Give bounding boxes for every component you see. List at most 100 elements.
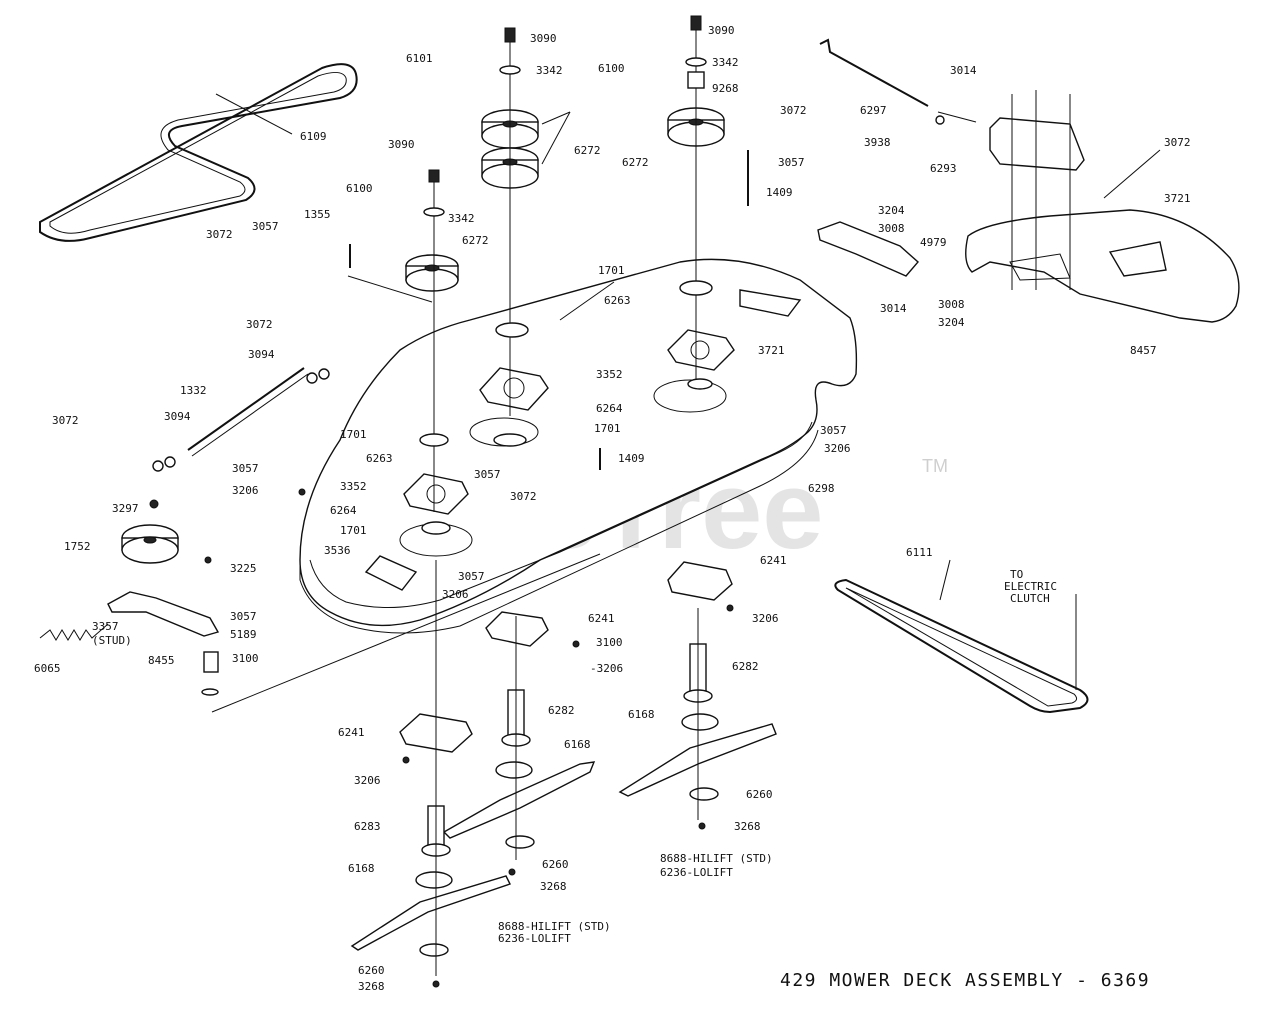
idler-pulley-1752 [121, 524, 179, 564]
part-label-p3072e: 3072 [52, 414, 79, 427]
part-label-p3204a: 3204 [878, 204, 905, 217]
spindle-mount-6241-center [485, 611, 549, 647]
part-label-p3225: 3225 [230, 562, 257, 575]
part-label-p3206b: 3206 [232, 484, 259, 497]
part-label-p6065: 6065 [34, 662, 61, 675]
hardware [149, 15, 945, 988]
part-label-p1701a: 1701 [598, 264, 625, 277]
part-label-p6111: 6111 [906, 546, 933, 559]
part-label-p6264b: 6264 [330, 504, 357, 517]
part-label-p4979: 4979 [920, 236, 947, 249]
part-label-p3072f: 3072 [510, 490, 537, 503]
clutch-note-line-3: CLUTCH [1010, 592, 1050, 605]
part-label-p6241a: 6241 [760, 554, 787, 567]
part-label-p3008a: 3008 [878, 222, 905, 235]
part-label-p3352b: 3352 [340, 480, 367, 493]
part-label-p3057f: 3057 [230, 610, 257, 623]
spindle-housing-6264-right [667, 329, 735, 390]
part-label-p6236b: 6236-LOLIFT [498, 932, 571, 945]
part-label-p6260c: 6260 [358, 964, 385, 977]
part-label-p3268b: 3268 [540, 880, 567, 893]
part-label-p3072b: 3072 [206, 228, 233, 241]
part-label-p3206a: 3206 [824, 442, 851, 455]
part-label-p1701c: 1701 [594, 422, 621, 435]
part-label-p6264a: 6264 [596, 402, 623, 415]
part-label-p3100a: 3100 [596, 636, 623, 649]
lift-rod-6297 [819, 38, 977, 123]
part-label-p3938: 3938 [864, 136, 891, 149]
part-label-p3008b: 3008 [938, 298, 965, 311]
part-label-p5189: 5189 [230, 628, 257, 641]
part-label-p3268a: 3268 [734, 820, 761, 833]
part-label-p3090b: 3090 [708, 24, 735, 37]
part-label-p3721a: 3721 [1164, 192, 1191, 205]
part-label-p3014b: 3014 [880, 302, 907, 315]
part-label-p3057e: 3057 [474, 468, 501, 481]
belt-6109 [39, 63, 358, 242]
part-label-p6282b: 6282 [732, 660, 759, 673]
part-label-p3057d: 3057 [232, 462, 259, 475]
part-label-p1701d: 1701 [340, 524, 367, 537]
part-label-p6100b: 6100 [346, 182, 373, 195]
bracket-4979 [817, 221, 919, 277]
clutch-note-line-2: ELECTRIC [1004, 580, 1057, 593]
part-label-p6241b: 6241 [588, 612, 615, 625]
part-label-p3206c: 3206 [442, 588, 469, 601]
blade-adapters [415, 713, 719, 957]
part-label-p6109: 6109 [300, 130, 327, 143]
part-label-p3536: 3536 [324, 544, 351, 557]
part-label-p3721b: 3721 [758, 344, 785, 357]
clutch-note-line-1: TO [1010, 568, 1023, 581]
part-label-p3072d: 3072 [246, 318, 273, 331]
spindle-housing-6264-left [403, 473, 469, 535]
part-label-p6168b: 6168 [564, 738, 591, 751]
part-label-p6263a: 6263 [604, 294, 631, 307]
part-label-p6297: 6297 [860, 104, 887, 117]
spring-6065 [39, 623, 109, 641]
part-label-p8455: 8455 [148, 654, 175, 667]
part-label-p3057a: 3057 [778, 156, 805, 169]
part-label-p6272a: 6272 [574, 144, 601, 157]
part-label-p3094b: 3094 [164, 410, 191, 423]
clutch-note: TO ELECTRIC CLUTCH [1004, 568, 1057, 605]
idler-arm-8455 [107, 591, 220, 637]
diagram-title: 429 MOWER DECK ASSEMBLY - 6369 [780, 970, 1150, 991]
part-label-p6100a: 6100 [598, 62, 625, 75]
part-label-p6260b: 6260 [542, 858, 569, 871]
part-label-p3090a: 3090 [530, 32, 557, 45]
part-label-p6260a: 6260 [746, 788, 773, 801]
part-label-p6282a: 6282 [548, 704, 575, 717]
part-label-p3268c: 3268 [358, 980, 385, 993]
part-label-p6168c: 6168 [348, 862, 375, 875]
part-label-p3057b: 3057 [252, 220, 279, 233]
part-label-p3090c: 3090 [388, 138, 415, 151]
part-label-p3057g: 3057 [458, 570, 485, 583]
deflector-8457 [965, 209, 1240, 323]
part-label-p3206d: 3206 [752, 612, 779, 625]
mower-deck-body [299, 258, 858, 634]
part-label-p6293: 6293 [930, 162, 957, 175]
part-label-p6283: 6283 [354, 820, 381, 833]
part-label-p1701b: 1701 [340, 428, 367, 441]
part-label-p3357b: (STUD) [92, 634, 132, 647]
part-label-p9268: 9268 [712, 82, 739, 95]
part-label-p8688a: 8688-HILIFT (STD) [660, 852, 773, 865]
part-label-p6272c: 6272 [462, 234, 489, 247]
part-label-p6263b: 6263 [366, 452, 393, 465]
part-label-p6236a: 6236-LOLIFT [660, 866, 733, 879]
leader-lines [211, 26, 1161, 976]
part-label-p1409a: 1409 [766, 186, 793, 199]
part-label-p1409b: 1409 [618, 452, 645, 465]
rod-1332 [187, 367, 309, 457]
part-label-p6241c: 6241 [338, 726, 365, 739]
part-label-p8457: 8457 [1130, 344, 1157, 357]
part-label-p3057c: 3057 [820, 424, 847, 437]
spindle-mount-6241-right [667, 561, 733, 601]
part-label-p6298: 6298 [808, 482, 835, 495]
part-label-p3342c: 3342 [448, 212, 475, 225]
pulley-6272-left [405, 254, 459, 292]
belt-6111 [834, 578, 1089, 714]
blade-center [442, 761, 596, 839]
